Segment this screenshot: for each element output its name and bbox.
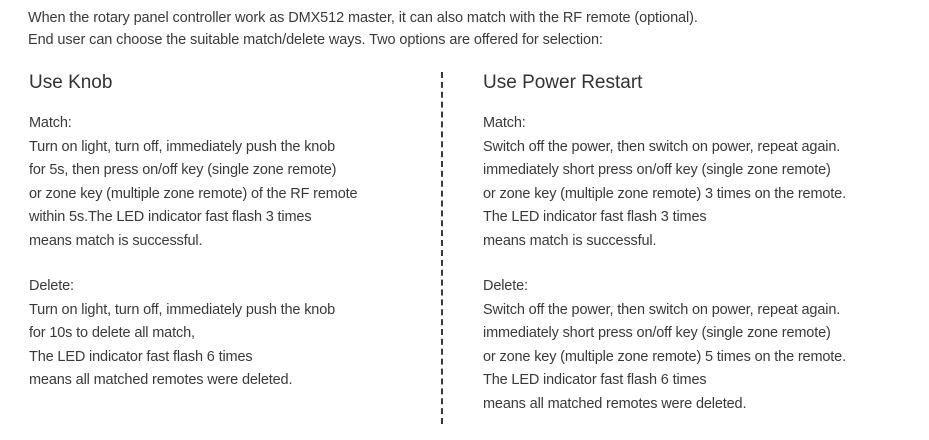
- knob-delete-label: Delete:: [29, 278, 74, 294]
- intro-text: When the rotary panel controller work as…: [28, 7, 698, 51]
- knob-match-line: Turn on light, turn off, immediately pus…: [29, 138, 336, 155]
- power-match-label: Match:: [483, 115, 526, 131]
- knob-delete-line: Turn on light, turn off, immediately pus…: [29, 301, 336, 318]
- knob-delete-section: Delete: Turn on light, turn off, immedia…: [29, 275, 357, 393]
- power-delete-line: immediately short press on/off key (sing…: [483, 325, 831, 341]
- knob-delete-line: for 10s to delete all match,: [29, 325, 195, 341]
- power-delete-label: Delete:: [483, 278, 528, 294]
- intro-line-2: End user can choose the suitable match/d…: [28, 32, 603, 48]
- knob-match-label: Match:: [29, 115, 72, 131]
- power-match-line: or zone key (multiple zone remote) 3 tim…: [483, 185, 846, 202]
- knob-delete-line: The LED indicator fast flash 6 times: [29, 348, 253, 365]
- power-match-line: The LED indicator fast flash 3 times: [483, 209, 707, 225]
- power-delete-line: The LED indicator fast flash 6 times: [483, 372, 707, 388]
- column-divider: [441, 72, 443, 424]
- knob-delete-line: means all matched remotes were deleted.: [29, 372, 293, 388]
- power-match-section: Match: Switch off the power, then switch…: [483, 112, 846, 253]
- knob-match-line: or zone key (multiple zone remote) of th…: [29, 185, 358, 202]
- knob-match-line: means match is successful.: [29, 232, 203, 249]
- column-title-use-knob: Use Knob: [29, 72, 113, 93]
- column-title-use-power-restart: Use Power Restart: [483, 72, 643, 93]
- intro-line-1: When the rotary panel controller work as…: [28, 10, 698, 26]
- power-delete-line: Switch off the power, then switch on pow…: [483, 301, 841, 318]
- power-match-line: immediately short press on/off key (sing…: [483, 162, 831, 178]
- knob-match-section: Match: Turn on light, turn off, immediat…: [29, 112, 358, 253]
- power-delete-line: means all matched remotes were deleted.: [483, 395, 747, 412]
- knob-match-line: within 5s.The LED indicator fast flash 3…: [29, 209, 312, 225]
- column-use-power-restart: Use Power Restart Match: Switch off the …: [483, 70, 846, 416]
- knob-match-line: for 5s, then press on/off key (single zo…: [29, 162, 337, 178]
- power-delete-line: or zone key (multiple zone remote) 5 tim…: [483, 348, 846, 365]
- power-match-line: Switch off the power, then switch on pow…: [483, 138, 841, 155]
- power-delete-section: Delete: Switch off the power, then switc…: [483, 275, 846, 416]
- power-match-line: means match is successful.: [483, 232, 657, 249]
- column-use-knob: Use Knob Match: Turn on light, turn off,…: [29, 70, 358, 393]
